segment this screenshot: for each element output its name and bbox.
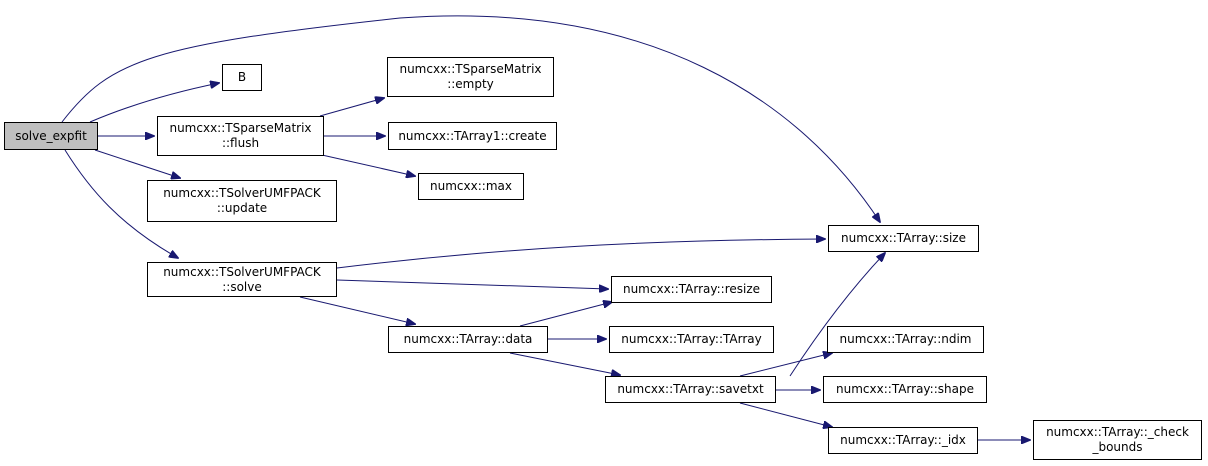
node-label-line: _bounds <box>1092 440 1143 454</box>
node-label-line: numcxx::TArray1::create <box>398 128 547 143</box>
node-label-line: solve_expfit <box>15 128 87 143</box>
edge-tarray_savetxt-to-tarray_ndim <box>739 353 832 377</box>
node-b[interactable]: B <box>222 64 262 91</box>
edge-solver_solve-to-tarray_size <box>336 239 825 269</box>
node-label-line: numcxx::TArray::shape <box>836 382 974 396</box>
node-solve-expfit: solve_expfit <box>4 122 98 150</box>
node-tarray-tarray[interactable]: numcxx::TArray::TArray <box>609 326 774 353</box>
edge-solve_expfit-to-solver_solve <box>64 149 178 258</box>
node-tarray-shape[interactable]: numcxx::TArray::shape <box>823 376 987 403</box>
node-label-line: numcxx::TArray::TArray <box>621 332 762 346</box>
edge-solve_expfit-to-tarray_size <box>61 15 880 222</box>
edge-tarray_savetxt-to-tarray_idx <box>739 402 832 427</box>
node-tsolverumfpack-update[interactable]: numcxx::TSolverUMFPACK::update <box>147 180 337 222</box>
node-label-line: numcxx::TSparseMatrix <box>399 62 542 76</box>
node-tsolverumfpack-solve[interactable]: numcxx::TSolverUMFPACK::solve <box>147 262 337 297</box>
edge-tarray_data-to-tarray_resize <box>519 302 612 327</box>
node-tarray-idx[interactable]: numcxx::TArray::_idx <box>828 427 978 454</box>
node-tsparsematrix-empty[interactable]: numcxx::TSparseMatrix::empty <box>387 57 554 97</box>
node-label-line: numcxx::TArray::_idx <box>840 433 966 447</box>
node-label-line: numcxx::TArray::_check <box>1046 425 1189 439</box>
node-tarray-resize[interactable]: numcxx::TArray::resize <box>611 276 772 303</box>
node-tarray-check-bounds[interactable]: numcxx::TArray::_check_bounds <box>1033 420 1202 460</box>
node-label-line: ::update <box>216 201 268 215</box>
node-tarray1-create[interactable]: numcxx::TArray1::create <box>388 122 557 150</box>
node-label-line: B <box>237 70 247 84</box>
node-label-line: ::empty <box>447 77 494 91</box>
edge-solve_expfit-to-solver_update <box>94 149 180 178</box>
node-label-line: numcxx::TArray::savetxt <box>617 382 764 396</box>
edge-sparse_flush-to-sparse_empty <box>319 98 384 117</box>
edge-solver_solve-to-tarray_data <box>299 296 415 324</box>
node-label-line: numcxx::TArray::size <box>841 231 966 245</box>
node-label-line: numcxx::TArray::ndim <box>839 332 972 346</box>
edge-solver_solve-to-tarray_resize <box>336 279 608 289</box>
node-tarray-ndim[interactable]: numcxx::TArray::ndim <box>827 326 984 353</box>
node-numcxx-max[interactable]: numcxx::max <box>418 173 524 200</box>
node-tarray-size[interactable]: numcxx::TArray::size <box>828 225 979 252</box>
node-tsparsematrix-flush[interactable]: numcxx::TSparseMatrix::flush <box>157 116 324 156</box>
edge-tarray_data-to-tarray_savetxt <box>509 352 620 375</box>
node-label-line: numcxx::max <box>430 179 512 193</box>
node-label-line: numcxx::TSolverUMFPACK <box>163 186 321 200</box>
node-label-line: numcxx::TSparseMatrix <box>169 121 312 135</box>
edge-tarray_savetxt-to-tarray_size <box>789 253 885 377</box>
node-label-line: numcxx::TArray::data <box>403 332 533 346</box>
node-label-line: numcxx::TSolverUMFPACK <box>163 264 321 279</box>
node-label-line: ::solve <box>222 279 262 294</box>
node-tarray-savetxt[interactable]: numcxx::TArray::savetxt <box>605 376 776 403</box>
node-label-line: ::flush <box>221 136 260 150</box>
edge-sparse_flush-to-numcxx_max <box>321 154 415 176</box>
edge-solve_expfit-to-B <box>89 83 219 123</box>
node-tarray-data[interactable]: numcxx::TArray::data <box>388 326 548 353</box>
node-label-line: numcxx::TArray::resize <box>622 282 761 296</box>
